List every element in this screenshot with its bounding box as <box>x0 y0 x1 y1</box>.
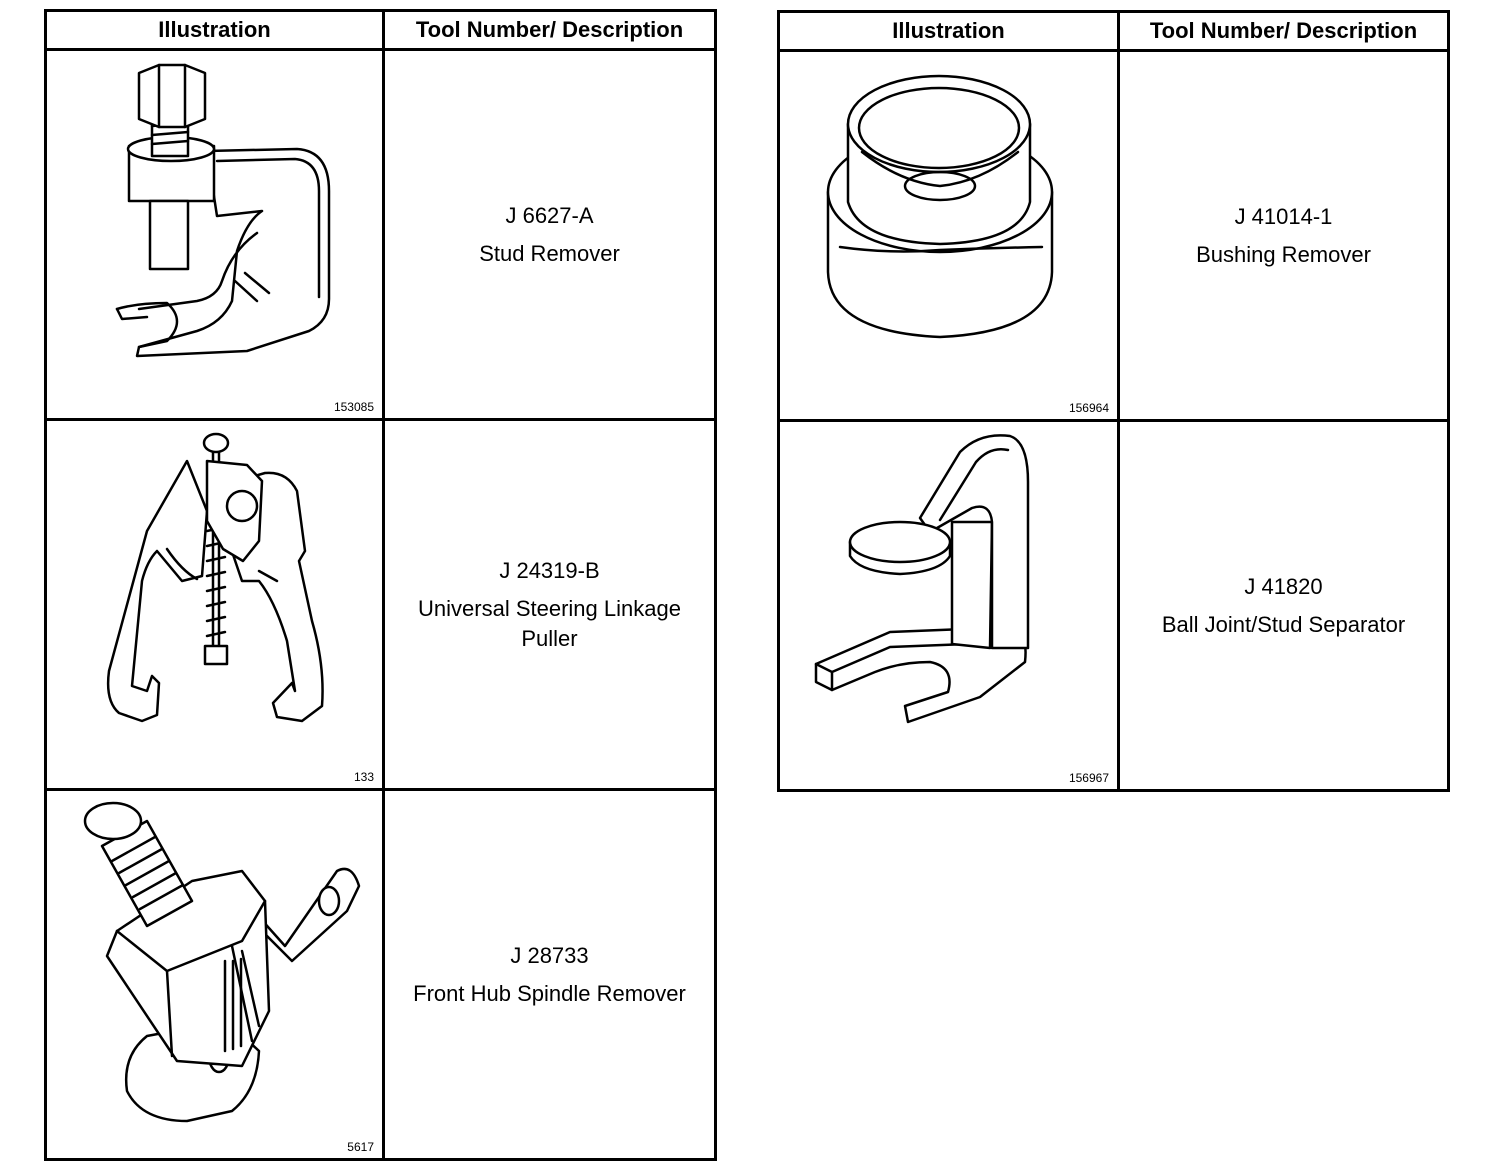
illustration-header: Illustration <box>777 10 1120 52</box>
tool-number: J 6627-A <box>505 202 594 228</box>
tool-description-cell: J 6627-A Stud Remover <box>382 48 717 421</box>
tool-description: Ball Joint/Stud Separator <box>1161 611 1406 637</box>
table-row: 153085 J 6627-A Stud Remover <box>44 48 717 421</box>
tool-description-cell: J 28733 Front Hub Spindle Remover <box>382 788 717 1161</box>
table-row: 156964 J 41014-1 Bushing Remover <box>777 49 1450 422</box>
illustration-cell: 153085 <box>44 48 385 421</box>
tool-description: Stud Remover <box>479 240 620 266</box>
illustration-cell: 5617 <box>44 788 385 1161</box>
tool-description: Universal Steering Linkage Puller <box>418 595 681 651</box>
table-row: 156967 J 41820 Ball Joint/Stud Separator <box>777 419 1450 792</box>
steering-linkage-puller-icon <box>106 432 324 723</box>
table-header-row: Illustration Tool Number/ Description <box>777 10 1450 52</box>
tools-table-right: Illustration Tool Number/ Description 15… <box>777 10 1450 792</box>
figure-number: 5617 <box>347 1140 374 1154</box>
table-row: 5617 J 28733 Front Hub Spindle Remover <box>44 788 717 1161</box>
illustration-cell: 156967 <box>777 419 1120 792</box>
tool-description-cell: J 41820 Ball Joint/Stud Separator <box>1117 419 1450 792</box>
tool-description: Front Hub Spindle Remover <box>413 980 686 1006</box>
figure-number: 156964 <box>1068 401 1109 415</box>
bushing-remover-icon <box>826 74 1054 339</box>
tool-number: J 28733 <box>510 942 589 968</box>
tool-number: J 41820 <box>1244 573 1323 599</box>
tools-table-left: Illustration Tool Number/ Description <box>44 9 717 1161</box>
table-header-row: Illustration Tool Number/ Description <box>44 9 717 51</box>
figure-number: 156967 <box>1068 771 1109 785</box>
tool-description: Bushing Remover <box>1196 241 1371 267</box>
tool-header: Tool Number/ Description <box>382 9 717 51</box>
hub-spindle-remover-icon <box>83 801 361 1123</box>
tool-header: Tool Number/ Description <box>1117 10 1450 52</box>
figure-number: 133 <box>353 770 374 784</box>
tool-number: J 41014-1 <box>1234 203 1333 229</box>
figure-number: 153085 <box>333 400 374 414</box>
tool-description-cell: J 24319-B Universal Steering Linkage Pul… <box>382 418 717 791</box>
ball-joint-separator-icon <box>814 434 1030 724</box>
illustration-header: Illustration <box>44 9 385 51</box>
tool-number: J 24319-B <box>499 557 600 583</box>
illustration-cell: 133 <box>44 418 385 791</box>
stud-remover-icon <box>115 63 331 358</box>
table-row: 133 J 24319-B Universal Steering Linkage… <box>44 418 717 791</box>
tool-description-cell: J 41014-1 Bushing Remover <box>1117 49 1450 422</box>
illustration-cell: 156964 <box>777 49 1120 422</box>
